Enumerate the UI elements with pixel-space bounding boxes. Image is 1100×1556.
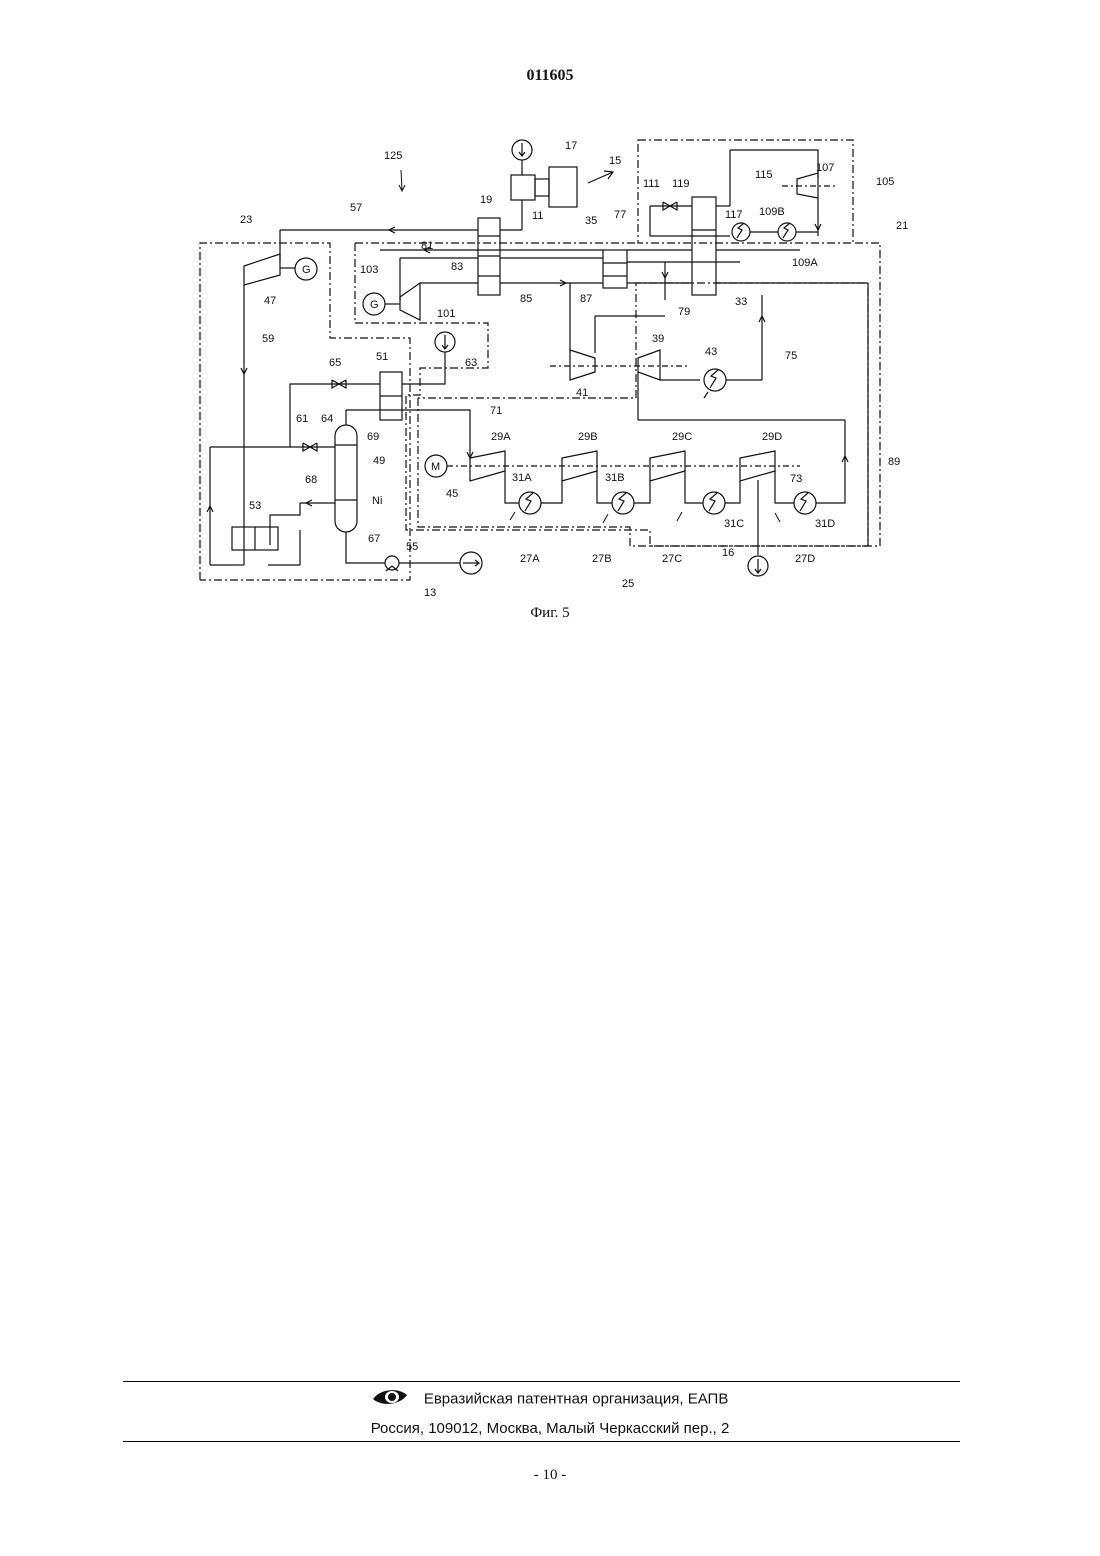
compressor-41	[570, 350, 595, 380]
label-109A: 109A	[792, 257, 818, 269]
label-43: 43	[705, 346, 717, 358]
label-105: 105	[876, 176, 894, 188]
label-17: 17	[565, 140, 577, 152]
label-19: 19	[480, 194, 492, 206]
label-71: 71	[490, 405, 502, 417]
label-29C: 29C	[672, 431, 692, 443]
label-65: 65	[329, 357, 341, 369]
footer-address: Россия, 109012, Москва, Малый Черкасский…	[0, 1420, 1100, 1437]
heat-exchanger-35	[603, 250, 627, 288]
label-75: 75	[785, 350, 797, 362]
label-107: 107	[816, 162, 834, 174]
feed-source-17	[511, 140, 613, 218]
label-23: 23	[240, 214, 252, 226]
label-51: 51	[376, 351, 388, 363]
footer-org-row: Евразийская патентная организация, ЕАПВ	[0, 1386, 1100, 1412]
heat-exchanger-33	[692, 197, 716, 295]
label-47: 47	[264, 295, 276, 307]
footer-rule-top	[123, 1381, 960, 1382]
heat-exchanger-53	[232, 527, 278, 550]
label-117: 117	[725, 209, 743, 221]
label-21: 21	[896, 220, 908, 232]
label-111: 111	[643, 178, 660, 190]
label-33: 33	[735, 296, 747, 308]
label-77: 77	[614, 209, 626, 221]
label-31B: 31B	[605, 472, 625, 484]
label-39: 39	[652, 333, 664, 345]
label-69: 69	[367, 431, 379, 443]
pump-55	[385, 556, 399, 571]
boundary-105	[638, 140, 853, 243]
coolers-31	[519, 492, 816, 514]
figure-caption: Фиг. 5	[0, 605, 1100, 622]
label-35: 35	[585, 215, 597, 227]
label-68: 68	[305, 474, 317, 486]
heat-exchanger-51	[380, 372, 402, 420]
label-103: 103	[360, 264, 378, 276]
label-85: 85	[520, 293, 532, 305]
label-79: 79	[678, 306, 690, 318]
label-73: 73	[790, 473, 802, 485]
label-87: 87	[580, 293, 592, 305]
cooler-43	[704, 369, 726, 398]
label-13: 13	[424, 587, 436, 599]
label-45: 45	[446, 488, 458, 500]
label-11: 11	[532, 210, 543, 222]
label-25: 25	[622, 578, 634, 590]
heat-exchanger-19	[478, 218, 500, 295]
label-63: 63	[465, 357, 477, 369]
label-29A: 29A	[491, 431, 511, 443]
label-55: 55	[406, 541, 418, 553]
label-101: 101	[437, 308, 455, 320]
separator-49	[335, 425, 357, 532]
eapo-logo-icon	[372, 1386, 408, 1412]
generator-label-a: G	[302, 264, 311, 276]
label-27D: 27D	[795, 553, 815, 565]
label-64: 64	[321, 413, 333, 425]
label-67: 67	[368, 533, 380, 545]
footer-rule-bottom	[123, 1441, 960, 1442]
compressor-39	[638, 350, 660, 380]
label-109B: 109B	[759, 206, 785, 218]
page-number: - 10 -	[0, 1467, 1100, 1484]
label-31A: 31A	[512, 472, 532, 484]
label-49: 49	[373, 455, 385, 467]
motor-label: M	[431, 461, 440, 473]
label-15: 15	[609, 155, 621, 167]
label-53: 53	[249, 500, 261, 512]
label-27B: 27B	[592, 553, 612, 565]
footer-org-name: Евразийская патентная организация, ЕАПВ	[424, 1391, 729, 1408]
label-89: 89	[888, 456, 900, 468]
label-115: 115	[755, 169, 773, 181]
label-27A: 27A	[520, 553, 540, 565]
label-31D: 31D	[815, 518, 835, 530]
label-81: 81	[421, 240, 433, 252]
label-83: 83	[451, 261, 463, 273]
refrigeration-loop-105	[650, 150, 838, 241]
label-125: 125	[384, 150, 402, 162]
label-59: 59	[262, 333, 274, 345]
generator-label-b: G	[370, 299, 379, 311]
label-Ni: Ni	[372, 495, 382, 507]
label-41: 41	[576, 387, 588, 399]
label-61: 61	[296, 413, 308, 425]
label-16: 16	[722, 547, 734, 559]
label-29B: 29B	[578, 431, 598, 443]
label-29D: 29D	[762, 431, 782, 443]
process-flow-diagram: 125 17 15 19 11 57 23 47 59 103 101 81 8…	[0, 0, 1100, 640]
label-27C: 27C	[662, 553, 682, 565]
label-57: 57	[350, 202, 362, 214]
label-31C: 31C	[724, 518, 744, 530]
label-119: 119	[672, 178, 690, 190]
